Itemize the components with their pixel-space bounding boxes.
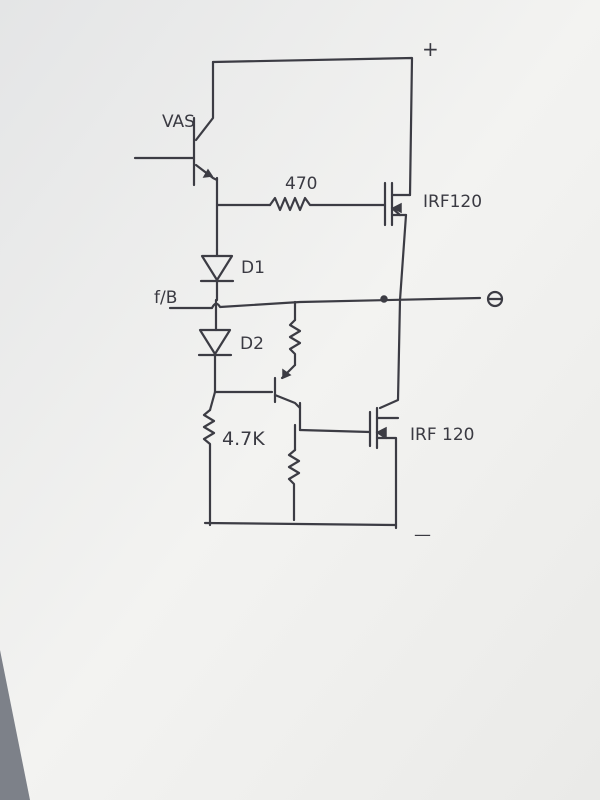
label-mosfet-bottom: IRF 120 bbox=[410, 425, 474, 445]
label-resistor-4-7k: 4.7K bbox=[222, 428, 265, 450]
label-minus: — bbox=[414, 525, 431, 545]
driver-emitter-arrow bbox=[282, 368, 292, 380]
mosfet-bottom-arrow bbox=[376, 426, 387, 438]
label-diode-d1: D1 bbox=[241, 258, 265, 278]
label-vas: VAS bbox=[162, 112, 195, 132]
junction-dot bbox=[380, 295, 388, 303]
label-mosfet-top: IRF120 bbox=[423, 192, 482, 212]
mosfet-top-arrow bbox=[391, 202, 402, 214]
label-resistor-470: 470 bbox=[285, 174, 317, 194]
label-plus: + bbox=[422, 37, 439, 61]
vas-emitter-arrow bbox=[202, 168, 214, 178]
label-feedback: f/B bbox=[154, 288, 177, 308]
label-diode-d2: D2 bbox=[240, 334, 264, 354]
circuit-wiring bbox=[133, 56, 504, 530]
